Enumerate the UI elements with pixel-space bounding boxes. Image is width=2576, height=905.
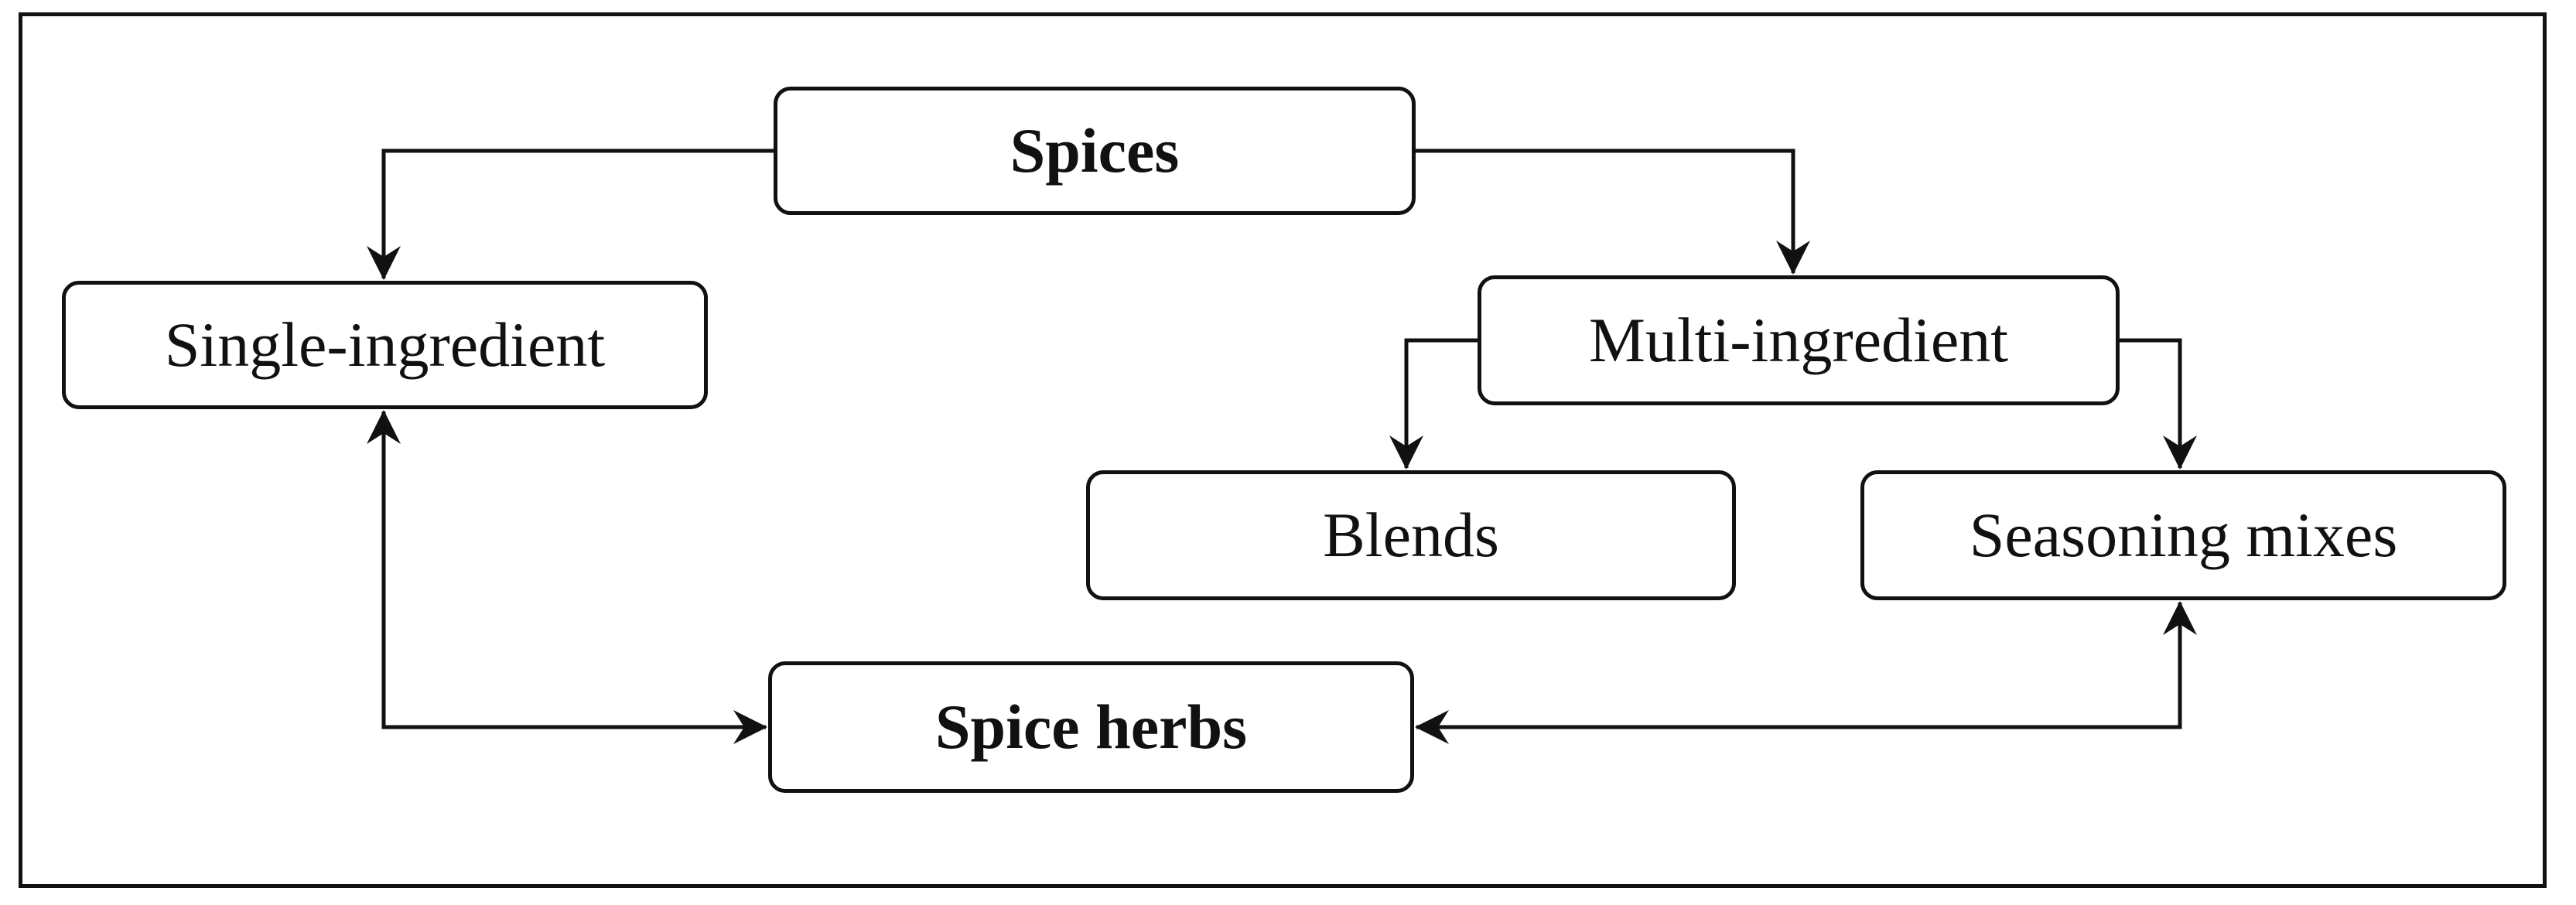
node-single-ingredient: Single-ingredient	[62, 281, 708, 409]
arrow-spices-to-multi-ingredient	[1416, 149, 1810, 275]
node-blends: Blends	[1086, 470, 1736, 600]
node-blends-label: Blends	[1323, 500, 1499, 570]
arrow-multi-to-seasoning-mixes	[2120, 338, 2197, 470]
node-single-ingredient-label: Single-ingredient	[164, 309, 606, 380]
arrow-single-ingredient-spice-herbs	[367, 410, 767, 744]
node-spices: Spices	[774, 87, 1416, 215]
arrow-spices-to-single-ingredient	[367, 149, 774, 280]
node-spice-herbs-label: Spice herbs	[934, 692, 1248, 762]
node-spices-label: Spices	[1010, 115, 1180, 186]
diagram-border	[19, 12, 2547, 888]
arrow-spice-herbs-seasoning-mixes	[1415, 601, 2197, 744]
node-multi-ingredient-label: Multi-ingredient	[1588, 305, 2008, 375]
node-seasoning-mixes: Seasoning mixes	[1860, 470, 2506, 600]
node-multi-ingredient: Multi-ingredient	[1478, 275, 2120, 405]
node-seasoning-mixes-label: Seasoning mixes	[1969, 500, 2398, 570]
arrow-multi-to-blends	[1389, 338, 1478, 470]
node-spice-herbs: Spice herbs	[768, 661, 1414, 793]
